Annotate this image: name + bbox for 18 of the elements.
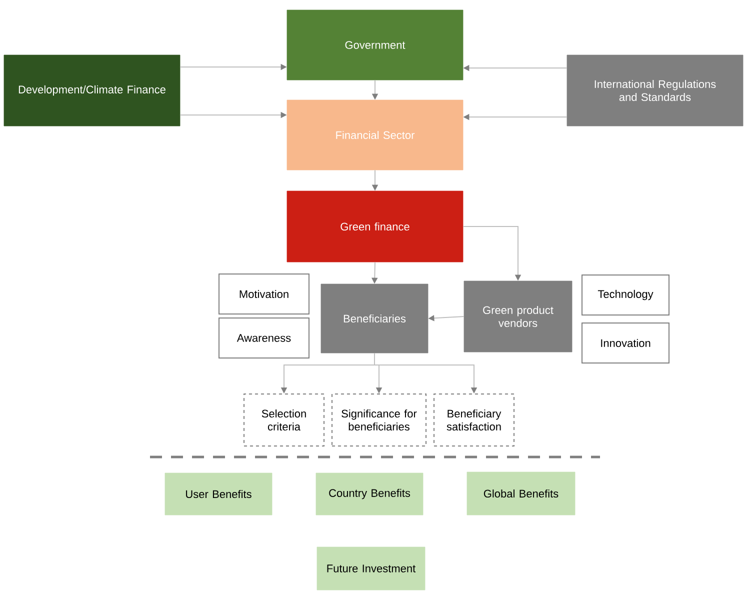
- criteria-box: Selection criteria: [244, 394, 324, 446]
- process-box: Beneficiaries: [320, 284, 428, 354]
- criteria-box: Significance for beneficiaries: [332, 394, 426, 446]
- factor-box: Awareness: [218, 318, 310, 358]
- criteria-box: Beneficiary satisfaction: [434, 394, 514, 446]
- process-box: International Regulations and Standards: [566, 54, 744, 126]
- process-box: Financial Sector: [286, 100, 464, 170]
- process-box: Green finance: [286, 190, 464, 262]
- benefit-box: Future Investment: [316, 546, 426, 590]
- benefit-box: User Benefits: [164, 472, 272, 516]
- factor-box: Motivation: [218, 274, 310, 314]
- factor-box: Technology: [582, 274, 670, 316]
- factor-box: Innovation: [582, 322, 670, 364]
- process-box: Green product vendors: [464, 280, 572, 352]
- benefit-box: Country Benefits: [316, 472, 424, 516]
- process-box: Government: [286, 10, 464, 80]
- benefit-box: Global Benefits: [466, 472, 576, 516]
- process-box: Development/Climate Finance: [4, 54, 180, 126]
